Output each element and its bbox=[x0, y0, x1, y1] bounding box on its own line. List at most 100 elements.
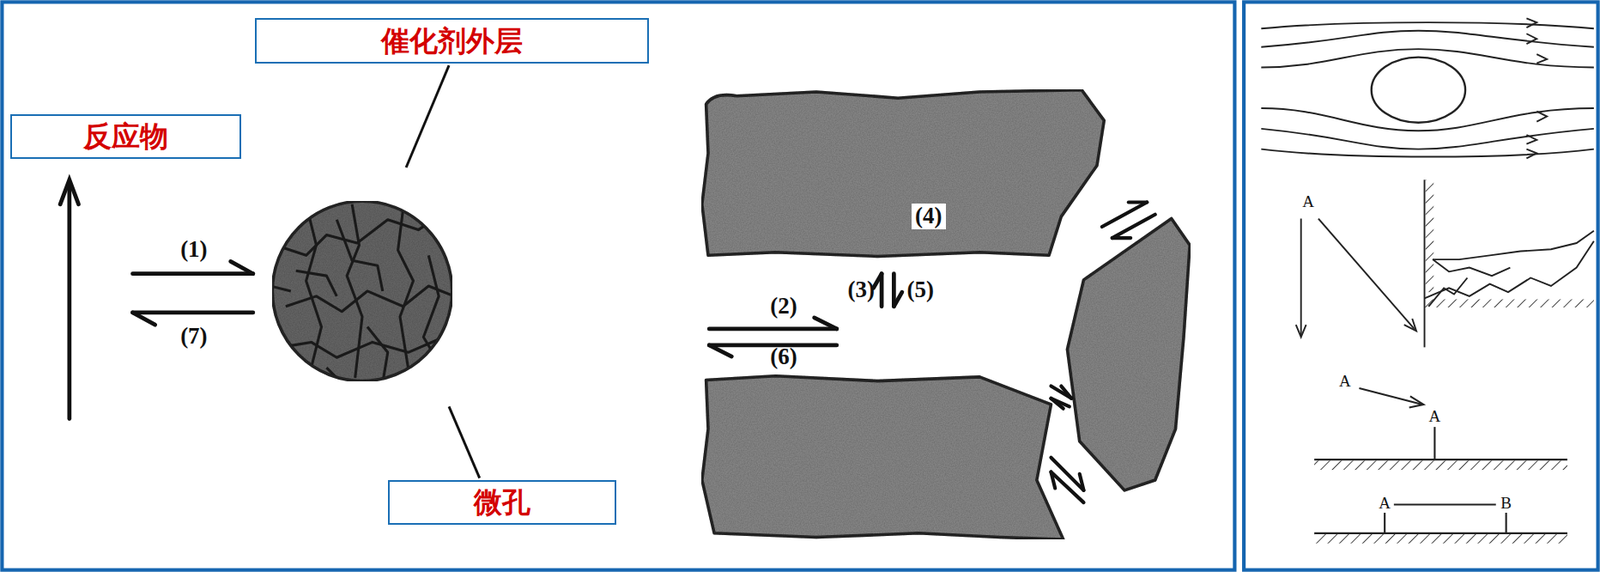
callout-number: (7) bbox=[180, 323, 207, 350]
catalyst-particle bbox=[336, 219, 382, 291]
label-box: 反应物 bbox=[10, 114, 242, 159]
box-label: 微孔 bbox=[473, 485, 531, 519]
label-box: 催化剂外层 bbox=[254, 18, 649, 63]
surface bbox=[1358, 387, 1423, 405]
diffusion-arrow bbox=[133, 312, 156, 325]
streamline bbox=[1260, 22, 1594, 157]
catalyst-particle bbox=[398, 209, 414, 368]
pore-wall bbox=[702, 375, 1064, 540]
streamline-arrow bbox=[1526, 149, 1537, 159]
branch-arrow bbox=[1050, 471, 1055, 488]
pore-wall bbox=[702, 90, 1190, 540]
flow-arrow bbox=[60, 179, 79, 205]
callout-number: (1) bbox=[180, 236, 207, 263]
callout-number: (3) bbox=[848, 277, 875, 304]
callout-number: (6) bbox=[769, 344, 797, 370]
streamline-arrow bbox=[1526, 33, 1537, 44]
catalyst-particle bbox=[270, 200, 455, 388]
surface bbox=[1505, 512, 1508, 534]
point-label: B bbox=[1500, 494, 1512, 513]
point-label: A bbox=[1302, 193, 1315, 212]
surface bbox=[1314, 460, 1568, 470]
diffusion-arrow bbox=[133, 271, 254, 276]
body-ellipse bbox=[1371, 57, 1466, 123]
surface bbox=[1314, 532, 1568, 534]
diffusion-arrow bbox=[230, 260, 254, 273]
callout-number: (5) bbox=[907, 277, 934, 304]
trajectory-arrow bbox=[1404, 318, 1417, 331]
branch-arrow bbox=[1079, 473, 1085, 491]
catalyst-particle bbox=[423, 254, 439, 363]
point-label: A bbox=[1378, 494, 1391, 513]
body-ellipse bbox=[1371, 57, 1466, 123]
transport-arrow bbox=[893, 291, 903, 307]
catalyst-particle bbox=[275, 209, 449, 256]
panel-frame bbox=[1243, 1, 1599, 570]
point-label: A bbox=[1339, 372, 1352, 391]
pore-wall bbox=[702, 90, 1104, 257]
streamline-arrow bbox=[1536, 111, 1547, 122]
flow-arrow bbox=[60, 179, 79, 419]
catalyst-particle bbox=[270, 285, 291, 291]
transport-arrow bbox=[814, 317, 837, 329]
surface bbox=[1409, 395, 1425, 407]
box-label: 反应物 bbox=[83, 120, 169, 153]
pore-wall bbox=[1066, 218, 1190, 491]
streamline-arrow bbox=[1536, 54, 1547, 64]
catalyst-particle bbox=[272, 200, 452, 381]
branch-arrow bbox=[1050, 201, 1155, 503]
trajectory-arrow bbox=[1296, 324, 1307, 337]
wall bbox=[1424, 241, 1594, 299]
branch-arrow bbox=[1050, 398, 1063, 409]
catalyst-particle bbox=[326, 367, 347, 388]
point-label: A bbox=[1429, 407, 1442, 426]
trajectory-arrow bbox=[1428, 277, 1467, 306]
catalyst-particle bbox=[270, 204, 455, 388]
catalyst-particle bbox=[280, 336, 444, 358]
streamline-arrow bbox=[1526, 134, 1537, 145]
surface bbox=[1314, 533, 1568, 544]
panel-frame bbox=[1, 1, 1235, 570]
leader-line bbox=[406, 65, 480, 478]
wall bbox=[1425, 179, 1435, 292]
branch-arrow bbox=[1060, 386, 1072, 399]
flow-arrow bbox=[66, 181, 72, 419]
diffusion-arrow bbox=[133, 310, 254, 316]
streamline bbox=[1260, 30, 1594, 48]
surface bbox=[1393, 503, 1497, 505]
trajectory-arrow bbox=[1318, 218, 1415, 329]
surface bbox=[1433, 426, 1436, 460]
branch-arrow bbox=[1050, 471, 1084, 503]
box-label: 催化剂外层 bbox=[381, 24, 523, 58]
trajectory-arrow bbox=[1296, 218, 1468, 338]
trajectory-arrow bbox=[1300, 218, 1303, 336]
callout-number: (2) bbox=[769, 293, 797, 320]
branch-arrow bbox=[1112, 214, 1156, 238]
wall bbox=[1432, 259, 1510, 276]
streamline-arrow bbox=[1526, 18, 1537, 28]
branch-arrow bbox=[1112, 236, 1131, 240]
catalyst-particle bbox=[367, 327, 388, 383]
callout-number: (4) bbox=[911, 203, 946, 230]
transport-arrow bbox=[709, 273, 903, 357]
catalyst-particle bbox=[296, 270, 338, 297]
wall bbox=[1424, 298, 1594, 308]
wall bbox=[1424, 179, 1426, 347]
transport-arrow bbox=[709, 345, 732, 357]
leader-line bbox=[448, 406, 480, 478]
streamline-arrow bbox=[1526, 18, 1547, 158]
branch-arrow bbox=[1050, 386, 1072, 399]
surface bbox=[1383, 512, 1386, 534]
wall bbox=[1432, 230, 1594, 260]
streamline bbox=[1260, 128, 1594, 150]
diffusion-arrow bbox=[133, 260, 254, 325]
label-box: 微孔 bbox=[387, 479, 617, 525]
streamline bbox=[1260, 149, 1594, 158]
surface bbox=[1314, 458, 1568, 461]
wall bbox=[1424, 179, 1594, 347]
surface bbox=[1314, 387, 1568, 544]
transport-arrow bbox=[709, 327, 837, 332]
streamline bbox=[1260, 22, 1594, 29]
